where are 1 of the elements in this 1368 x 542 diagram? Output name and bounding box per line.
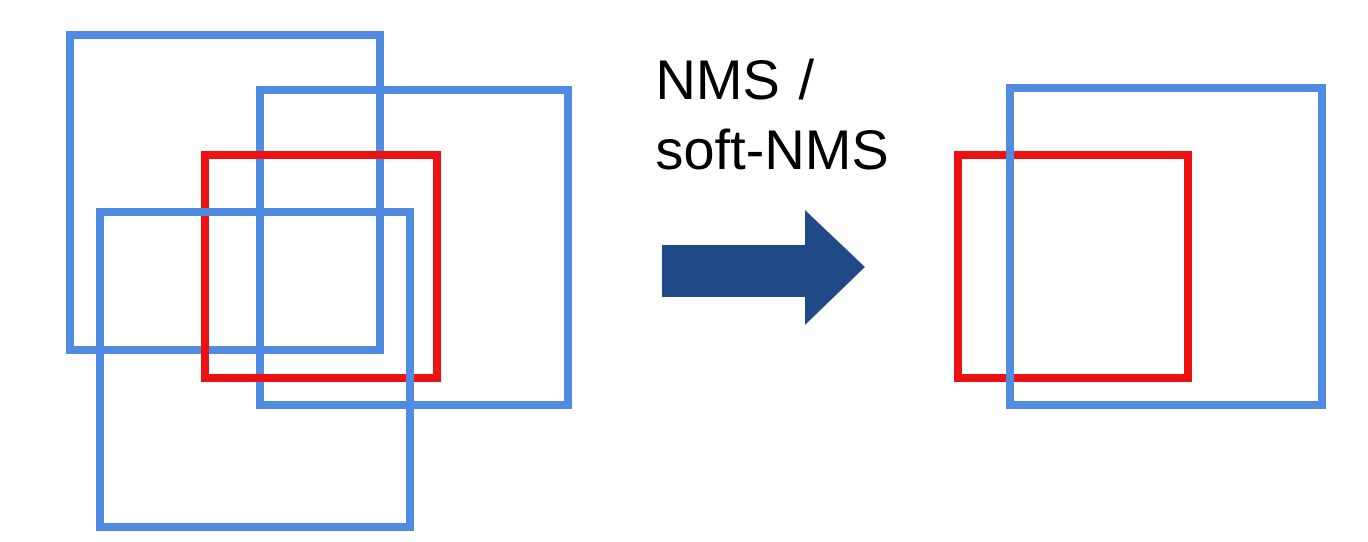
method-label: NMS / soft-NMS [657,58,887,170]
